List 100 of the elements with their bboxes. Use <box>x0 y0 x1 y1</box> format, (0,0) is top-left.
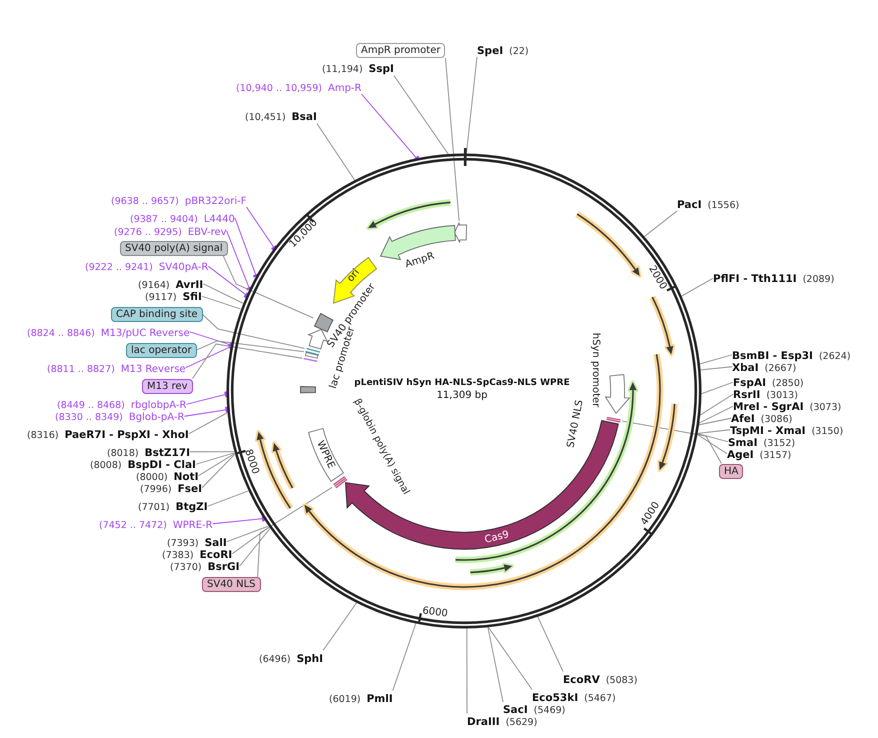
primer-site-label: (9222 .. 9241) SV40pA-R <box>85 259 208 274</box>
leader-line <box>699 394 734 416</box>
restriction-site-label: SpeI (22) <box>477 42 529 57</box>
leader-line <box>234 217 260 278</box>
leader-line <box>232 526 270 554</box>
leader-line <box>696 434 728 454</box>
leader-line <box>208 266 250 299</box>
leader-line <box>226 526 269 542</box>
leader-line <box>196 340 304 352</box>
leader-line <box>696 433 728 442</box>
restriction-site-label: AgeI (3157) <box>727 446 792 461</box>
restriction-site-label: BsmBI - Esp3I (2624) <box>732 348 851 362</box>
leader-line <box>488 626 532 690</box>
feature-name: hSyn promoter <box>588 332 600 408</box>
restriction-site-label: (7996) FseI <box>140 480 202 495</box>
restriction-site-label: EcoRV (5083) <box>563 672 638 686</box>
plasmid-name: pLentiSIV hSyn HA-NLS-SpCas9-NLS WPRE <box>354 376 570 388</box>
leader-line <box>257 486 333 578</box>
primer-site-label: (7452 .. 7472) WPRE-R <box>99 516 213 531</box>
restriction-site-label: MreI - SgrAI (3073) <box>733 399 842 414</box>
leader-line <box>201 296 242 310</box>
plasmid-size: 11,309 bp <box>436 390 488 402</box>
restriction-site-label: Eco53kI (5467) <box>532 690 616 704</box>
leader-line <box>537 616 564 672</box>
leader-line <box>184 406 228 417</box>
restriction-site-label: FspAI (2850) <box>733 375 804 390</box>
primer-site-label: (10,940 .. 10,959) Amp-R <box>236 80 362 94</box>
leader-line <box>226 230 254 291</box>
feature-label: AmpR promoter <box>356 43 446 58</box>
leader-line <box>445 58 460 222</box>
leader-line <box>393 75 449 154</box>
leader-line <box>202 454 236 488</box>
leader-line <box>239 528 270 567</box>
leader-line <box>466 56 478 154</box>
primer-site-label: (9387 .. 9404) L4440 <box>130 210 235 225</box>
restriction-site-label: (8018) BstZ17I <box>107 444 190 459</box>
leader-line <box>700 382 734 394</box>
leader-line <box>392 623 416 691</box>
restriction-site-label: (8316) PaeR7I - PspXI - XhoI <box>27 426 189 441</box>
feature-label: M13 rev <box>142 378 192 394</box>
restriction-site-label: AfeI (3086) <box>731 411 792 426</box>
restriction-site-label: (9164) AvrII <box>138 276 204 291</box>
leader-line <box>361 94 420 162</box>
restriction-site-label: (9117) SfiI <box>145 289 202 304</box>
leader-line <box>322 602 357 651</box>
leader-line <box>222 256 314 319</box>
restriction-site-label: PacI (1556) <box>677 196 740 211</box>
feature-name: SV40 NLS <box>565 399 587 449</box>
restriction-site-label: PflFI - Tth111I (2089) <box>713 271 834 286</box>
restriction-site-label: (7393) SalI <box>167 534 227 549</box>
leader-line <box>698 406 734 424</box>
restriction-site-label: (6019) PmlI <box>329 690 393 705</box>
restriction-site-label: (8008) BspDI - ClaI <box>90 457 196 472</box>
scale-label: 6000 <box>422 606 449 621</box>
primer-site-label: (9638 .. 9657) pBR322ori-F <box>111 192 246 207</box>
feature-name: Cas9 <box>484 529 510 547</box>
primer-site-label: (8824 .. 8846) M13/pUC Reverse <box>27 324 190 339</box>
leader-line <box>246 206 278 250</box>
restriction-site-label: (7701) BtgZI <box>138 499 208 514</box>
feature-label: SV40 NLS <box>202 577 260 592</box>
leader-line <box>680 278 714 297</box>
leader-line <box>212 514 265 524</box>
restriction-site-label: XbaI (2667) <box>732 360 796 374</box>
feature-label: lac operator <box>126 342 197 358</box>
primer-site-label: (8449 .. 8468) rbglobpA-R <box>57 397 186 412</box>
leader-line <box>466 628 468 714</box>
feature-name: AmpR <box>404 250 436 272</box>
leader-line <box>186 390 228 405</box>
leader-line <box>316 123 356 180</box>
restriction-site-label: (7383) EcoRI <box>162 546 232 561</box>
leader-line <box>188 412 228 434</box>
restriction-site-label: (10,451) BsaI <box>245 109 317 124</box>
leader-line <box>696 429 730 434</box>
restriction-site-label: (11,194) SspI <box>322 61 394 76</box>
leader-line <box>196 452 235 465</box>
leader-line <box>202 283 244 304</box>
leader-line <box>202 314 306 349</box>
restriction-site-label: RsrII (3013) <box>733 387 798 402</box>
primer-site-label: (8330 .. 8349) Bglob-pA-R <box>55 409 184 424</box>
scale-label: 8000 <box>241 448 261 476</box>
restriction-site-label: DraIII (5629) <box>467 714 538 728</box>
restriction-site-label: SacI (5469) <box>503 702 566 716</box>
leader-line <box>190 451 234 452</box>
feature-label: HA <box>719 464 744 478</box>
feature-label: CAP binding site <box>111 307 203 322</box>
leader-line <box>698 418 732 426</box>
feature-name: ori <box>345 267 362 284</box>
leader-line <box>700 366 732 370</box>
primer-site-label: (9276 .. 9295) EBV-rev <box>114 224 227 238</box>
leader-line <box>207 490 249 507</box>
restriction-site-label: (6496) SphI <box>259 650 324 665</box>
primer-site-label: (8811 .. 8827) M13 Reverse <box>47 360 186 375</box>
leader-line <box>192 344 303 379</box>
leader-line <box>198 453 235 476</box>
restriction-site-label: TspMI - XmaI (3150) <box>730 422 844 437</box>
restriction-site-label: (7370) BsrGI <box>170 559 240 574</box>
leader-line <box>699 354 732 365</box>
leader-line <box>644 210 678 238</box>
leader-line <box>185 343 232 368</box>
leader-line <box>487 626 504 702</box>
